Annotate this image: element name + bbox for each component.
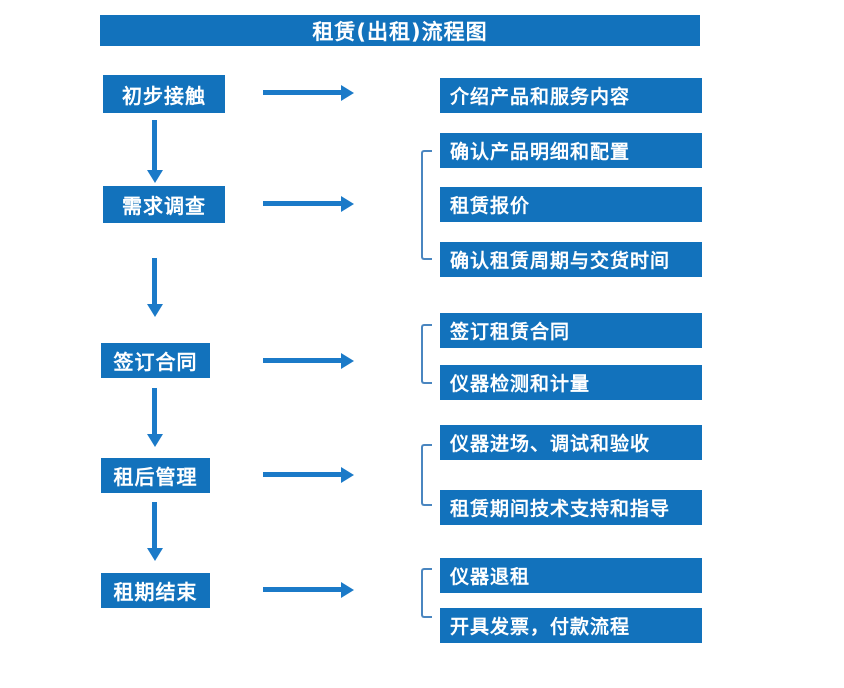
flow-arrow-down-icon bbox=[146, 120, 163, 183]
step-box-lease-end: 租期结束 bbox=[101, 573, 210, 608]
output-box-intro-products: 介绍产品和服务内容 bbox=[440, 78, 702, 113]
output-box-confirm-period-delivery: 确认租赁周期与交货时间 bbox=[440, 242, 702, 277]
step-box-demand-survey: 需求调查 bbox=[103, 186, 225, 223]
step-box-sign-contract: 签订合同 bbox=[101, 343, 210, 378]
title-banner: 租赁(出租)流程图 bbox=[100, 15, 700, 46]
flow-arrow-down-icon bbox=[146, 388, 163, 447]
flow-arrow-down-icon bbox=[146, 258, 163, 317]
flow-arrow-right-icon bbox=[263, 352, 354, 369]
output-box-rental-quote: 租赁报价 bbox=[440, 187, 702, 222]
output-box-instrument-return: 仪器退租 bbox=[440, 558, 702, 593]
output-box-sign-rental-contract: 签订租赁合同 bbox=[440, 313, 702, 348]
flow-arrow-right-icon bbox=[263, 84, 354, 101]
step-box-initial-contact: 初步接触 bbox=[103, 75, 225, 113]
output-box-invoice-payment: 开具发票，付款流程 bbox=[440, 608, 702, 643]
output-box-instrument-testing: 仪器检测和计量 bbox=[440, 365, 702, 400]
output-box-tech-support: 租赁期间技术支持和指导 bbox=[440, 490, 702, 525]
group-bracket bbox=[421, 568, 432, 618]
flow-arrow-right-icon bbox=[263, 466, 354, 483]
group-bracket bbox=[421, 324, 432, 384]
flow-arrow-right-icon bbox=[263, 195, 354, 212]
output-box-confirm-details: 确认产品明细和配置 bbox=[440, 133, 702, 168]
step-box-post-rental-management: 租后管理 bbox=[101, 458, 210, 493]
flow-arrow-down-icon bbox=[146, 502, 163, 561]
flow-arrow-right-icon bbox=[263, 581, 354, 598]
output-box-instrument-setup-acceptance: 仪器进场、调试和验收 bbox=[440, 425, 702, 460]
group-bracket bbox=[421, 150, 432, 260]
group-bracket bbox=[421, 444, 432, 506]
page-title: 租赁(出租)流程图 bbox=[312, 19, 488, 44]
